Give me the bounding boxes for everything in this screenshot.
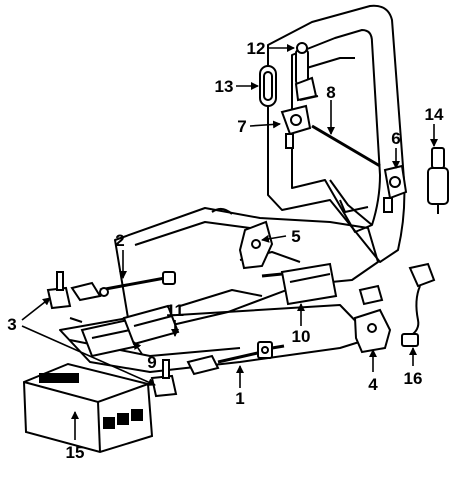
rear-track-bracket bbox=[353, 284, 392, 354]
callout-12: 12 bbox=[247, 39, 266, 58]
upper-drive-cable bbox=[70, 271, 176, 302]
callout-9: 9 bbox=[147, 353, 156, 372]
callout-16: 16 bbox=[404, 369, 423, 388]
callout-8: 8 bbox=[326, 83, 335, 102]
callout-14: 14 bbox=[425, 105, 444, 124]
headrest-guide bbox=[294, 42, 318, 102]
leader-lines bbox=[21, 44, 438, 440]
height-adjust-bracket bbox=[238, 220, 274, 270]
callout-labels: 1 2 3 4 5 6 7 8 9 10 11 12 13 14 15 16 bbox=[7, 39, 444, 462]
callout-10: 10 bbox=[292, 327, 311, 346]
callout-3: 3 bbox=[7, 315, 16, 334]
callout-2: 2 bbox=[115, 231, 124, 250]
callout-5: 5 bbox=[291, 227, 300, 246]
callout-11: 11 bbox=[166, 301, 184, 320]
callout-7: 7 bbox=[237, 117, 246, 136]
seat-motor-rear bbox=[261, 262, 338, 306]
headrest-bezel bbox=[259, 65, 277, 107]
callout-1: 1 bbox=[235, 389, 244, 408]
lumbar-mechanism bbox=[280, 104, 312, 149]
callout-15: 15 bbox=[66, 443, 85, 462]
wire-harness bbox=[401, 262, 436, 347]
horizontal-drive-cable bbox=[186, 341, 285, 376]
recliner-rod bbox=[311, 124, 381, 168]
seat-switch-connector bbox=[427, 147, 449, 214]
callout-6: 6 bbox=[391, 129, 400, 148]
track-mount-left bbox=[46, 271, 72, 310]
callout-13: 13 bbox=[215, 77, 234, 96]
seat-control-module bbox=[22, 362, 154, 454]
callout-4: 4 bbox=[368, 375, 378, 394]
recliner-motor bbox=[383, 164, 408, 213]
track-mount-right bbox=[150, 359, 178, 398]
